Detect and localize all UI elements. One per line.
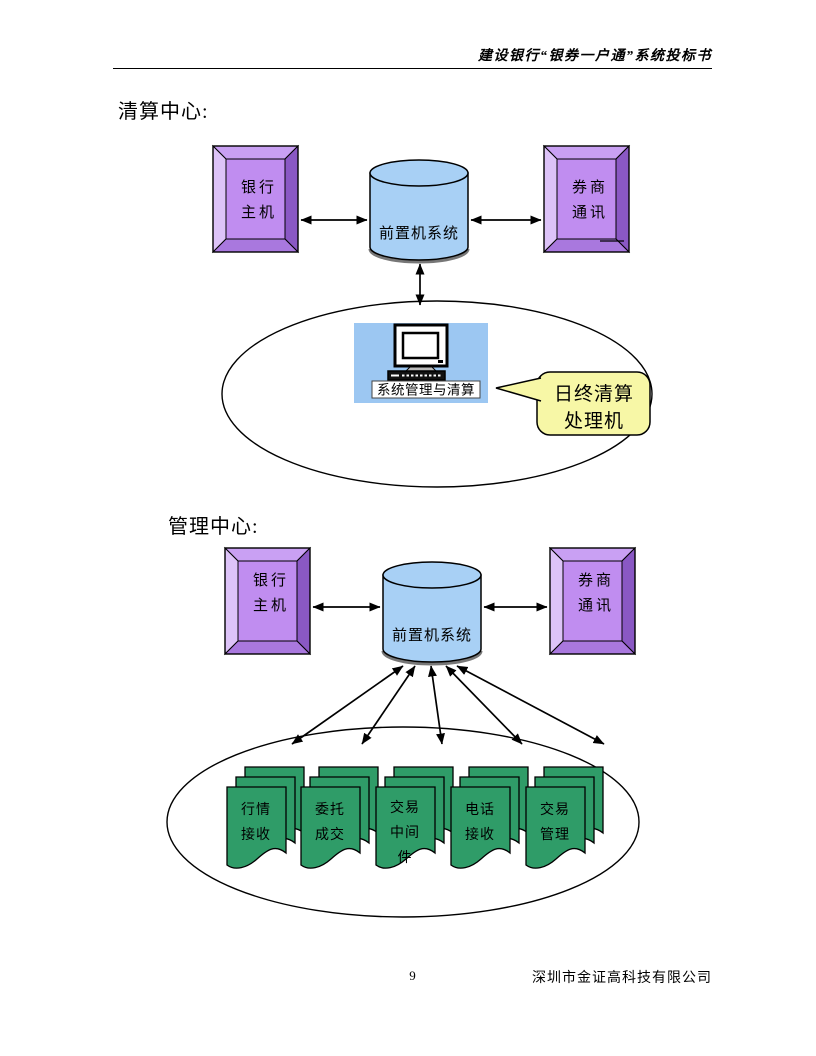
doc-label-line2: 成交 <box>315 826 345 843</box>
broker-comm-label-line2: 通讯 <box>578 597 614 614</box>
document-stack-phone-receive: 电话 接收 <box>450 766 529 869</box>
broker-comm-label-line1: 券商 <box>578 572 614 589</box>
broker-comm-box: 券商 通讯 <box>549 547 636 655</box>
document-stack-trade-management: 交易 管理 <box>525 766 604 869</box>
arrow-to-order-execution <box>361 665 416 745</box>
broker-comm-label-line2: 通讯 <box>572 204 608 221</box>
doc-label-line1: 电话 <box>465 802 495 818</box>
callout-body <box>536 371 651 436</box>
arrow-to-trade-management <box>456 665 605 745</box>
computer-icon <box>387 323 449 381</box>
doc-label-line2: 接收 <box>241 826 271 843</box>
doc-label-line3: 件 <box>398 850 413 866</box>
header-title: 建设银行“银券一户通”系统投标书 <box>478 49 712 64</box>
callout-pointer <box>495 377 542 402</box>
workstation-label: 系统管理与清算 <box>377 383 475 398</box>
bank-host-label-line1: 银行 <box>253 572 289 589</box>
document-stack-trade-middleware: 交易 中间 件 <box>375 766 454 869</box>
section-heading-clearing: 清算中心: <box>118 101 209 123</box>
bank-host-box: 银行 主机 <box>212 145 299 253</box>
fan-arrows <box>291 665 605 745</box>
footer-page-number: 9 <box>409 968 416 983</box>
arrow-to-trade-middleware <box>428 665 445 745</box>
doc-label-line2: 接收 <box>465 826 495 843</box>
bank-host-label-line2: 主机 <box>253 597 289 614</box>
document-stack-quote-receive: 行情 接收 <box>226 766 305 869</box>
monitor-button-icon <box>438 360 443 363</box>
front-system-label: 前置机系统 <box>392 627 472 644</box>
footer-company: 深圳市金证高科技有限公司 <box>532 971 712 986</box>
arrow-to-quote-receive <box>291 665 404 745</box>
bank-host-box: 银行 主机 <box>224 547 311 655</box>
header-rule <box>113 68 712 69</box>
doc-label-line2: 管理 <box>540 827 570 843</box>
workstation-panel: 系统管理与清算 <box>354 323 488 403</box>
doc-label-line1: 委托 <box>315 802 345 818</box>
workstation-label-strip <box>371 380 481 399</box>
management-diagram: 银行 主机 前置机系统 券商 通讯 行情 接收 <box>166 547 640 918</box>
front-system-cylinder: 前置机系统 <box>368 158 470 264</box>
front-system-cylinder: 前置机系统 <box>381 560 483 666</box>
monitor-screen-icon <box>401 331 440 360</box>
bank-host-label-line2: 主机 <box>241 204 277 221</box>
broker-comm-box: 券商 通讯 <box>543 145 630 253</box>
callout-label-line1: 日终清算 <box>554 383 634 405</box>
doc-label-line1: 交易 <box>540 801 570 818</box>
clearing-diagram: 银行 主机 前置机系统 券商 通讯 <box>212 145 653 488</box>
section-heading-management: 管理中心: <box>168 516 259 538</box>
clearing-ellipse <box>221 300 653 488</box>
doc-label-line1: 行情 <box>241 802 271 818</box>
doc-label-line1: 交易 <box>390 799 420 816</box>
broker-comm-label-line1: 券商 <box>572 179 608 196</box>
callout-bubble: 日终清算 处理机 <box>495 371 651 436</box>
bank-host-label-line1: 银行 <box>241 179 277 196</box>
document-stack-order-execution: 委托 成交 <box>300 766 379 869</box>
doc-label-line2: 中间 <box>390 825 420 841</box>
front-system-label: 前置机系统 <box>379 225 459 242</box>
callout-label-line2: 处理机 <box>564 410 624 432</box>
